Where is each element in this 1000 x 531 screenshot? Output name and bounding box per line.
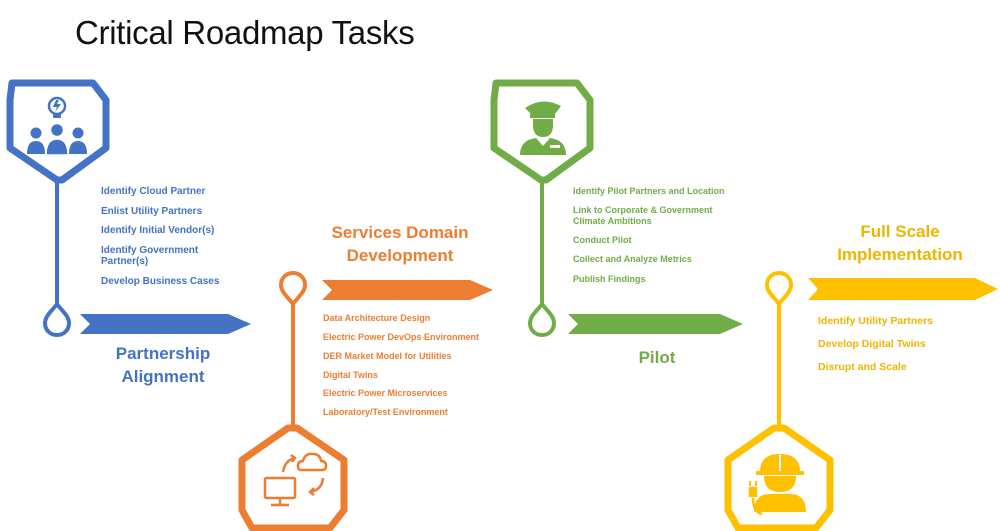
phase-pilot-graphic	[490, 79, 743, 338]
partnership-arrow	[80, 314, 251, 334]
pilot-task-list: Identify Pilot Partners and Location Lin…	[573, 186, 733, 293]
task-item: Enlist Utility Partners	[101, 205, 203, 217]
phase-partnership-graphic	[6, 79, 251, 338]
partnership-drop-pin	[42, 300, 72, 338]
partnership-badge	[6, 79, 110, 184]
task-item: Develop Business Cases	[101, 275, 220, 287]
phase-fullscale-graphic	[724, 270, 998, 531]
services-badge	[238, 424, 348, 531]
computer-cloud-sync-icon	[263, 452, 328, 507]
fullscale-title: Full Scale Implementation	[837, 222, 963, 264]
services-drop-pin	[278, 270, 308, 308]
task-item: Publish Findings	[573, 273, 646, 284]
phase-services-graphic	[238, 270, 493, 531]
team-lightbulb-icon	[27, 96, 87, 156]
services-arrow	[322, 280, 493, 300]
partnership-title: Partnership Alignment	[115, 344, 211, 386]
utility-worker-icon	[747, 454, 806, 516]
task-item: DER Market Model for Utilities	[323, 350, 452, 361]
task-item: Identify Government Partner(s)	[101, 244, 199, 268]
services-title: Services Domain Development	[331, 223, 469, 265]
fullscale-badge	[724, 424, 834, 531]
task-item: Laboratory/Test Environment	[323, 407, 448, 418]
fullscale-task-list: Identify Utility Partners Develop Digita…	[818, 315, 978, 384]
pilot-badge	[490, 79, 594, 184]
task-item: Conduct Pilot	[573, 235, 632, 246]
pilot-title: Pilot	[638, 348, 676, 367]
partnership-task-list: Identify Cloud Partner Enlist Utility Pa…	[101, 186, 231, 295]
task-item: Collect and Analyze Metrics	[573, 254, 692, 265]
pilot-arrow	[568, 314, 743, 334]
task-item: Identify Utility Partners	[818, 315, 933, 327]
pilot-drop-pin	[527, 300, 557, 338]
task-item: Disrupt and Scale	[818, 361, 907, 374]
services-task-list: Data Architecture Design Electric Power …	[323, 313, 493, 426]
task-item: Electric Power DevOps Environment	[323, 331, 480, 342]
fullscale-arrow	[808, 278, 998, 300]
fullscale-drop-pin	[764, 270, 794, 308]
pilot-icon	[520, 101, 566, 155]
task-item: Identify Cloud Partner	[101, 186, 206, 197]
task-item: Digital Twins	[323, 369, 378, 380]
task-item: Develop Digital Twins	[818, 338, 926, 351]
task-item: Data Architecture Design	[323, 313, 431, 323]
task-item: Identify Initial Vendor(s)	[101, 225, 215, 236]
page-title: Critical Roadmap Tasks	[75, 14, 415, 51]
task-item: Link to Corporate & Government Climate A…	[573, 205, 713, 226]
task-item: Identify Pilot Partners and Location	[573, 186, 725, 196]
task-item: Electric Power Microservices	[323, 388, 448, 399]
